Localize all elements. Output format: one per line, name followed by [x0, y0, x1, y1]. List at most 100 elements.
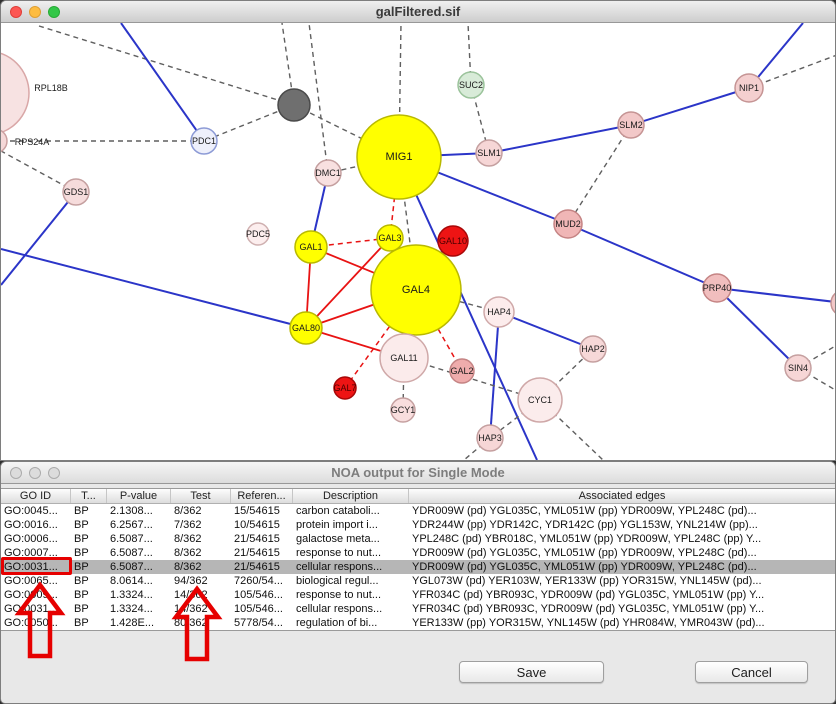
- node-dmc1[interactable]: [314, 159, 342, 187]
- table-cell[interactable]: BP: [74, 589, 89, 601]
- table-cell[interactable]: 1.3324...: [110, 589, 153, 601]
- node-nip1[interactable]: [734, 73, 764, 103]
- edge-blue[interactable]: [1, 191, 77, 286]
- edge-dashed[interactable]: [203, 104, 295, 142]
- table-cell[interactable]: 8/362: [174, 561, 202, 573]
- edge-blue[interactable]: [716, 287, 835, 303]
- column-header-pvalue[interactable]: P-value: [107, 489, 171, 503]
- table-cell[interactable]: BP: [74, 561, 89, 573]
- table-cell[interactable]: BP: [74, 603, 89, 615]
- edge-dashed[interactable]: [38, 25, 295, 106]
- column-header-go-id[interactable]: GO ID: [1, 489, 71, 503]
- table-cell[interactable]: 2.1308...: [110, 505, 153, 517]
- table-cell[interactable]: GO:0031...: [4, 603, 58, 615]
- zoom-window-icon[interactable]: [48, 466, 60, 479]
- edge-blue[interactable]: [488, 124, 632, 154]
- table-cell[interactable]: GO:0065...: [4, 575, 58, 587]
- node-sin4[interactable]: [784, 354, 812, 382]
- edge-blue[interactable]: [630, 87, 750, 126]
- table-cell[interactable]: BP: [74, 505, 89, 517]
- minimize-window-icon[interactable]: [29, 5, 41, 18]
- table-cell[interactable]: YGL073W (pd) YER103W, YER133W (pp) YOR31…: [412, 575, 762, 587]
- edge-dashed[interactable]: [293, 104, 400, 158]
- table-cell[interactable]: BP: [74, 547, 89, 559]
- table-cell[interactable]: 6.5087...: [110, 547, 153, 559]
- table-cell[interactable]: 80/362: [174, 617, 208, 629]
- node-cyc1[interactable]: [517, 377, 563, 423]
- node-gal4[interactable]: [370, 244, 462, 336]
- table-cell[interactable]: protein import i...: [296, 519, 378, 531]
- table-cell[interactable]: 21/54615: [234, 533, 280, 545]
- table-cell[interactable]: 1.428E...: [110, 617, 155, 629]
- node-gal10[interactable]: [437, 225, 469, 257]
- noa-window-titlebar[interactable]: NOA output for Single Mode: [1, 462, 835, 484]
- table-cell[interactable]: 10/54615: [234, 519, 280, 531]
- table-cell[interactable]: BP: [74, 617, 89, 629]
- column-header-test[interactable]: Test: [171, 489, 231, 503]
- table-cell[interactable]: YFR034C (pd) YBR093C, YDR009W (pd) YGL03…: [412, 589, 765, 601]
- table-cell[interactable]: biological regul...: [296, 575, 379, 587]
- table-cell[interactable]: 94/362: [174, 575, 208, 587]
- table-cell[interactable]: galactose meta...: [296, 533, 380, 545]
- table-cell[interactable]: YPL248C (pd) YBR018C, YML051W (pp) YDR00…: [412, 533, 762, 545]
- table-cell[interactable]: response to nut...: [296, 547, 381, 559]
- table-cell[interactable]: 5778/54...: [234, 617, 283, 629]
- node-gal1[interactable]: [294, 230, 328, 264]
- table-cell[interactable]: 105/546...: [234, 589, 283, 601]
- node-slm2[interactable]: [617, 111, 645, 139]
- table-cell[interactable]: response to nut...: [296, 589, 381, 601]
- column-header-associated-edges[interactable]: Associated edges: [578, 490, 666, 502]
- column-header-referen[interactable]: Referen...: [231, 489, 293, 503]
- table-cell[interactable]: cellular respons...: [296, 603, 383, 615]
- table-cell[interactable]: carbon cataboli...: [296, 505, 380, 517]
- table-cell[interactable]: 14/362: [174, 589, 208, 601]
- node-suc2[interactable]: [457, 71, 485, 99]
- node-pdc5[interactable]: [246, 222, 270, 246]
- minimize-window-icon[interactable]: [29, 466, 41, 479]
- table-cell[interactable]: 6.5087...: [110, 533, 153, 545]
- table-cell[interactable]: 6.2567...: [110, 519, 153, 531]
- table-cell[interactable]: 15/54615: [234, 505, 280, 517]
- node-rpl18b[interactable]: [1, 51, 30, 135]
- node-gal3[interactable]: [376, 224, 404, 252]
- table-cell[interactable]: YDR244W (pp) YDR142C, YDR142C (pp) YGL15…: [412, 519, 758, 531]
- node-prp40[interactable]: [702, 273, 732, 303]
- table-cell[interactable]: YER133W (pp) YOR315W, YNL145W (pd) YHR08…: [412, 617, 765, 629]
- node-hap3[interactable]: [476, 424, 504, 452]
- table-cell[interactable]: 14/362: [174, 603, 208, 615]
- edge-blue[interactable]: [489, 311, 500, 439]
- table-cell[interactable]: GO:0007...: [4, 547, 58, 559]
- node-hap4[interactable]: [483, 296, 515, 328]
- edge-blue[interactable]: [498, 311, 594, 350]
- node-slm1[interactable]: [475, 139, 503, 167]
- table-cell[interactable]: BP: [74, 575, 89, 587]
- table-cell[interactable]: GO:0006...: [4, 533, 58, 545]
- edge-blue[interactable]: [398, 156, 538, 460]
- edge-blue[interactable]: [567, 223, 718, 289]
- column-header-description[interactable]: Description: [293, 489, 409, 503]
- zoom-window-icon[interactable]: [48, 5, 60, 18]
- node-gray[interactable]: [277, 88, 311, 122]
- table-cell[interactable]: GO:0045...: [4, 505, 58, 517]
- table-cell[interactable]: YFR034C (pd) YBR093C, YDR009W (pd) YGL03…: [412, 603, 765, 615]
- node-gal11[interactable]: [379, 333, 429, 383]
- table-cell[interactable]: YDR009W (pd) YGL035C, YML051W (pp) YDR00…: [412, 547, 757, 559]
- table-cell[interactable]: 105/546...: [234, 603, 283, 615]
- edge-dashed[interactable]: [308, 23, 329, 174]
- network-window-titlebar[interactable]: galFiltered.sif: [1, 1, 835, 23]
- edge-dashed[interactable]: [463, 437, 491, 460]
- edge-dashed[interactable]: [797, 367, 835, 391]
- table-cell[interactable]: GO:0050...: [4, 617, 58, 629]
- table-cell[interactable]: 7/362: [174, 519, 202, 531]
- table-cell[interactable]: 8/362: [174, 547, 202, 559]
- node-mud2[interactable]: [553, 209, 583, 239]
- table-cell[interactable]: YDR009W (pd) YGL035C, YML051W (pp) YDR00…: [412, 505, 757, 517]
